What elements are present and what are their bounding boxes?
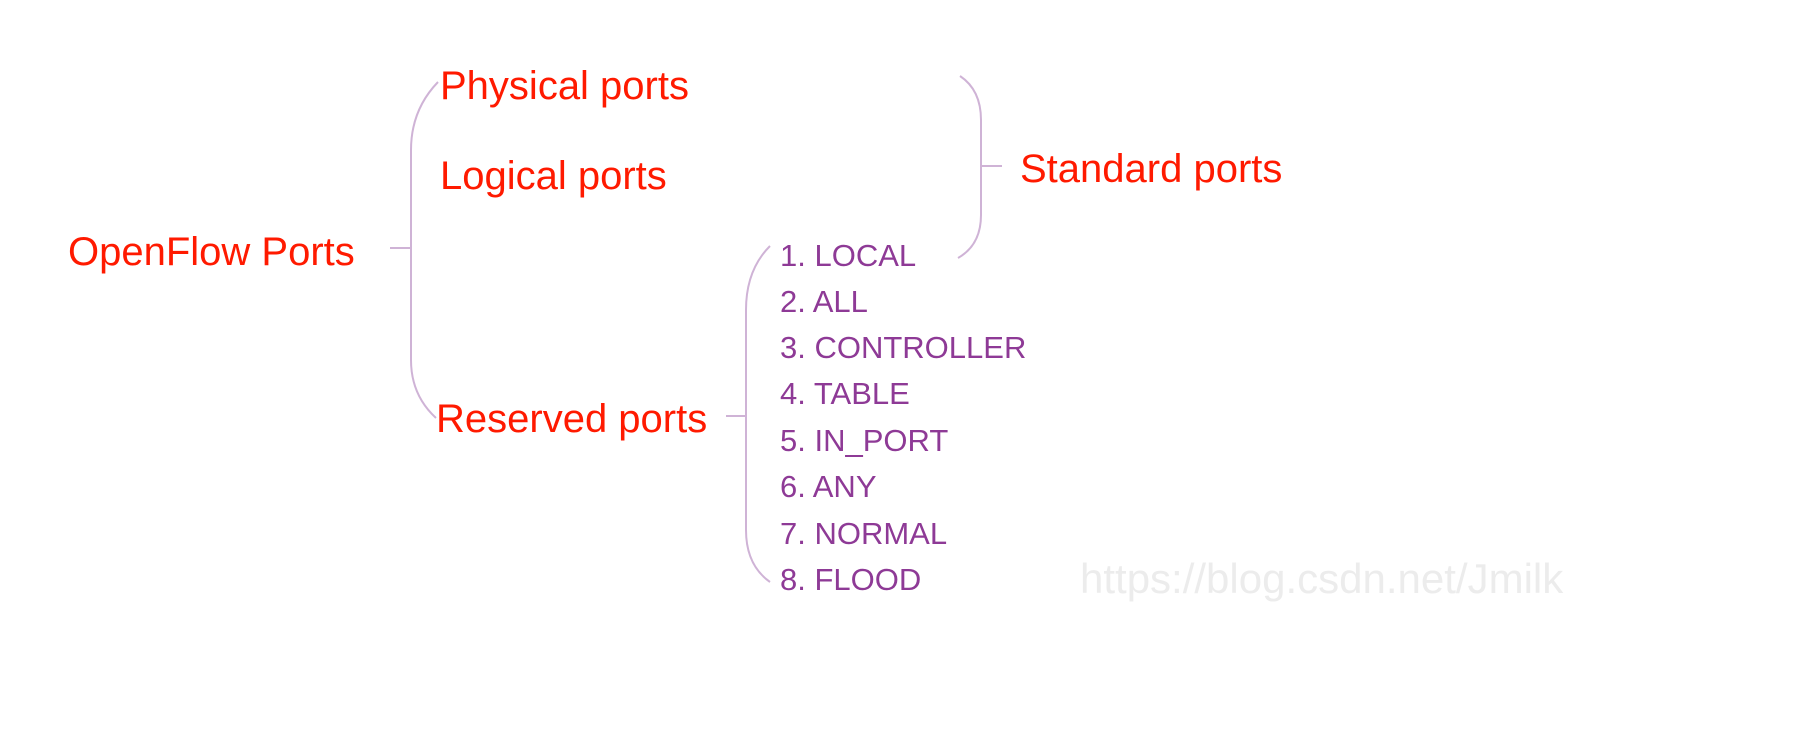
standard-brace (957, 75, 982, 259)
reserved-ports-node: Reserved ports (436, 397, 708, 441)
reserved-item: 7. NORMAL (780, 516, 948, 551)
root-node: OpenFlow Ports (68, 230, 355, 274)
reserved-item: 8. FLOOD (780, 562, 922, 597)
reserved-item: 6. ANY (780, 469, 877, 504)
reserved-item: 4. TABLE (780, 376, 910, 411)
reserved-item: 2. ALL (780, 284, 868, 319)
standard-ports-label: Standard ports (1020, 147, 1283, 191)
reserved-brace (745, 245, 771, 583)
main-brace (410, 81, 439, 419)
logical-ports-node: Logical ports (440, 154, 667, 198)
reserved-item: 5. IN_PORT (780, 423, 949, 458)
reserved-item: 3. CONTROLLER (780, 330, 1027, 365)
watermark: https://blog.csdn.net/Jmilk (1080, 555, 1564, 602)
physical-ports-node: Physical ports (440, 64, 689, 108)
reserved-item: 1. LOCAL (780, 238, 917, 273)
